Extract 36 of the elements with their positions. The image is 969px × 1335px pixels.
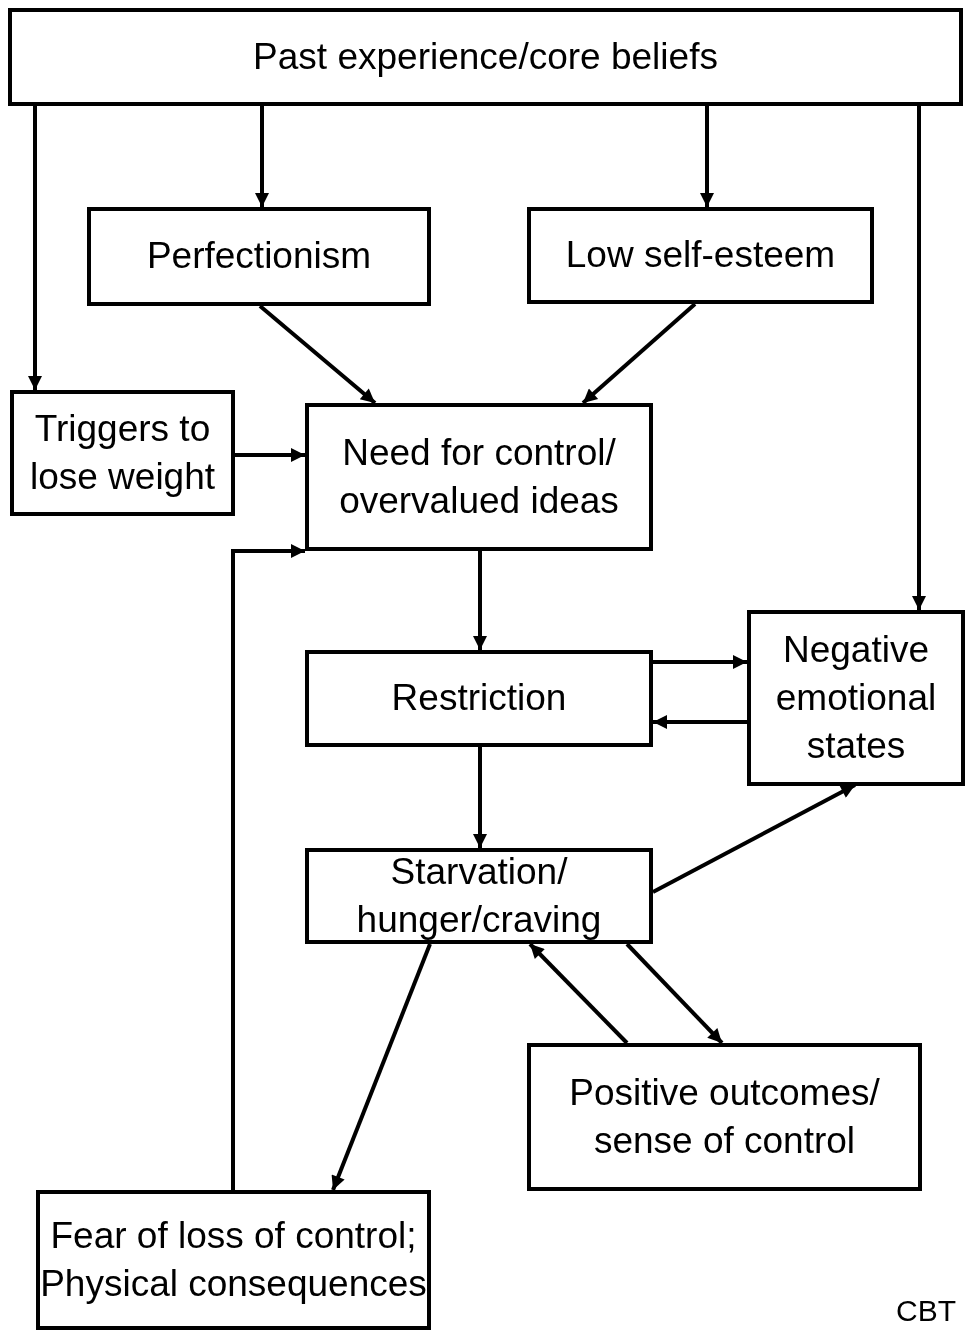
- process-box: [747, 610, 965, 786]
- process-box: [305, 403, 653, 551]
- box-label: Past experience/core beliefs: [253, 34, 718, 79]
- box-label: Need for control/ overvalued ideas: [338, 430, 620, 523]
- box-label: Restriction: [391, 676, 567, 721]
- process-box: [527, 207, 874, 304]
- box-label: Positive outcomes/ sense of control: [568, 1070, 881, 1163]
- arrow: [473, 747, 487, 848]
- box-label: Fear of loss of control; Physical consequences: [40, 1213, 427, 1306]
- process-box: [527, 1043, 922, 1191]
- box-label: Negative emotional states: [774, 627, 938, 769]
- arrow: [255, 106, 269, 207]
- arrow: [28, 106, 42, 390]
- process-box: [305, 848, 653, 944]
- process-box: [8, 8, 963, 106]
- arrow: [700, 106, 714, 207]
- process-box: [305, 650, 653, 747]
- arrow: [528, 942, 629, 1045]
- arrow: [258, 304, 377, 405]
- box-label: Starvation/ hunger/craving: [355, 849, 603, 942]
- box-label: Perfectionism: [146, 234, 372, 279]
- arrow: [581, 302, 697, 405]
- arrow: [235, 448, 305, 462]
- process-box: [36, 1190, 431, 1330]
- process-box: [10, 390, 235, 516]
- arrow: [625, 942, 724, 1045]
- arrow: [912, 106, 926, 610]
- arrow: [331, 943, 432, 1191]
- arrow: [653, 715, 747, 729]
- corner-note: CBT: [896, 1294, 956, 1328]
- arrow: [473, 551, 487, 650]
- process-box: [87, 207, 431, 306]
- box-label: Low self-esteem: [565, 233, 836, 278]
- arrow: [653, 655, 747, 669]
- arrow: [231, 544, 305, 1190]
- box-label: Triggers to lose weight: [28, 406, 217, 499]
